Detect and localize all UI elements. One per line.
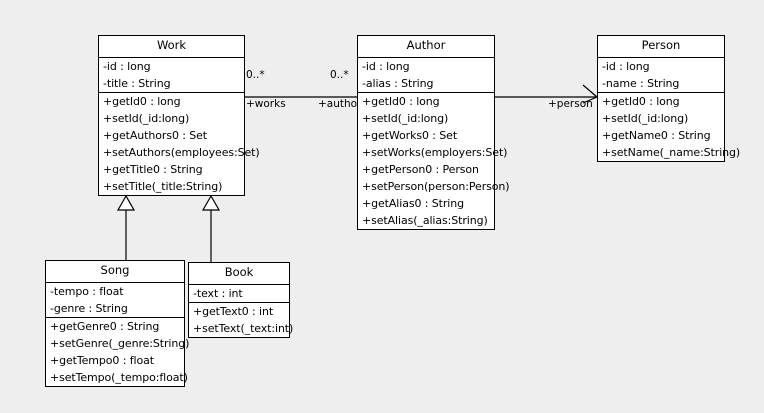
method-row: +getWorks0 : Set <box>362 128 458 142</box>
role-authors: +authors <box>318 98 367 110</box>
class-box-author[interactable]: Author -id : long -alias : String +getId… <box>357 35 510 230</box>
method-row: +getId0 : long <box>103 94 181 108</box>
method-row: +setId(_id:long) <box>103 111 190 125</box>
method-row: +getTempo0 : float <box>50 353 154 367</box>
attribute-row: -id : long <box>103 59 151 73</box>
method-row: +setPerson(person:Person) <box>362 179 510 193</box>
method-row: +setAlias(_alias:String) <box>362 213 488 227</box>
generalization-triangle-song <box>116 194 136 211</box>
multiplicity-author-end: 0..* <box>330 69 349 81</box>
role-works: +works <box>246 98 286 110</box>
method-row: +setText(_text:int) <box>193 321 294 335</box>
attribute-row: -id : long <box>362 59 410 73</box>
class-box-work[interactable]: Work -id : long -title : String +getId0 … <box>98 35 260 196</box>
class-box-song[interactable]: Song -tempo : float -genre : String +get… <box>45 260 190 387</box>
method-row: +setTempo(_tempo:float) <box>50 370 188 384</box>
method-row: +getGenre0 : String <box>50 319 160 333</box>
class-name-person: Person <box>598 36 724 58</box>
method-row: +getTitle0 : String <box>103 162 203 176</box>
class-name-book: Book <box>189 263 289 285</box>
class-name-song: Song <box>46 261 184 283</box>
attribute-row: -title : String <box>103 76 171 90</box>
methods-compartment-book: +getText0 : int +setText(_text:int) <box>189 303 294 337</box>
method-row: +setGenre(_genre:String) <box>50 336 190 350</box>
method-row: +setName(_name:String) <box>602 145 741 159</box>
class-box-person[interactable]: Person -id : long -name : String +getId0… <box>597 35 741 162</box>
method-row: +setWorks(employers:Set) <box>362 145 508 159</box>
attribute-row: -tempo : float <box>50 284 124 298</box>
role-person: +person <box>548 98 593 110</box>
attributes-compartment-work: -id : long -title : String <box>99 58 244 93</box>
class-name-work: Work <box>99 36 244 58</box>
multiplicity-work-end: 0..* <box>246 69 265 81</box>
method-row: +setId(_id:long) <box>602 111 689 125</box>
attribute-row: -alias : String <box>362 76 434 90</box>
attribute-row: -name : String <box>602 76 680 90</box>
method-row: +getId0 : long <box>362 94 440 108</box>
methods-compartment-author: +getId0 : long +setId(_id:long) +getWork… <box>358 93 510 229</box>
method-row: +setId(_id:long) <box>362 111 449 125</box>
method-row: +getText0 : int <box>193 304 274 318</box>
attributes-compartment-author: -id : long -alias : String <box>358 58 494 93</box>
method-row: +getPerson0 : Person <box>362 162 479 176</box>
method-row: +getAlias0 : String <box>362 196 465 210</box>
attribute-row: -text : int <box>193 286 243 300</box>
attributes-compartment-person: -id : long -name : String <box>598 58 724 93</box>
generalization-triangle-book <box>201 194 221 211</box>
attribute-row: -id : long <box>602 59 650 73</box>
attributes-compartment-song: -tempo : float -genre : String <box>46 283 184 318</box>
attribute-row: -genre : String <box>50 301 128 315</box>
methods-compartment-work: +getId0 : long +setId(_id:long) +getAuth… <box>99 93 260 195</box>
class-name-author: Author <box>358 36 494 58</box>
methods-compartment-person: +getId0 : long +setId(_id:long) +getName… <box>598 93 741 161</box>
attributes-compartment-book: -text : int <box>189 285 289 303</box>
methods-compartment-song: +getGenre0 : String +setGenre(_genre:Str… <box>46 318 190 386</box>
method-row: +setAuthors(employees:Set) <box>103 145 260 159</box>
method-row: +setTitle(_title:String) <box>103 179 223 193</box>
method-row: +getId0 : long <box>602 94 680 108</box>
method-row: +getName0 : String <box>602 128 711 142</box>
class-box-book[interactable]: Book -text : int +getText0 : int +setTex… <box>188 262 294 338</box>
method-row: +getAuthors0 : Set <box>103 128 208 142</box>
